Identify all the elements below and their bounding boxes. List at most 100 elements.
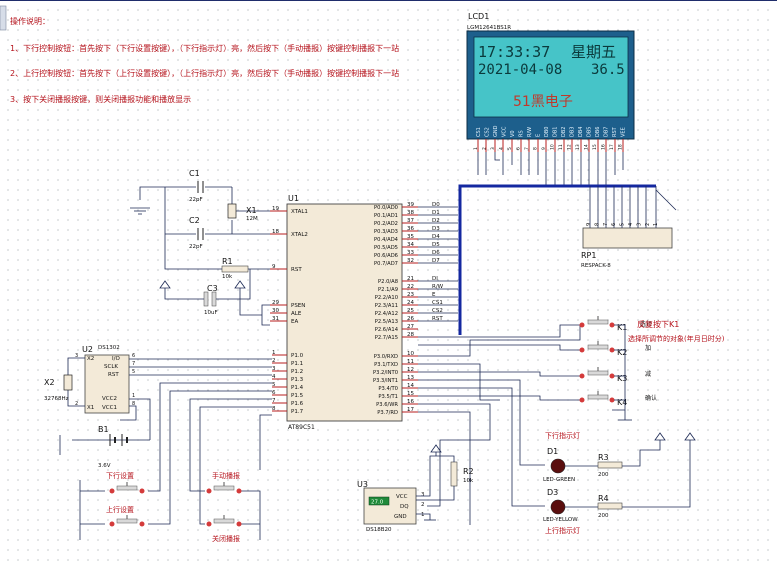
rp1-pin-number: 2 <box>645 223 651 226</box>
r2-ref: R2 <box>463 467 474 476</box>
mcu-net-label: D5 <box>432 242 440 248</box>
mcu-net-label: D4 <box>432 234 440 240</box>
mcu-right-pin-number: 10 <box>407 351 414 357</box>
key-k2[interactable]: K2 加 <box>579 341 652 357</box>
mcu-right-pin-number: 13 <box>407 375 414 381</box>
crystal-x2[interactable]: X2 32768Hz <box>44 374 73 402</box>
led-d3[interactable]: D3 LED-YELLOW <box>543 488 578 523</box>
u2-pin-x1: X1 <box>87 405 94 411</box>
k3-label: 减 <box>645 370 651 378</box>
u3-pin-vcc: VCC <box>396 494 408 500</box>
cap-c3[interactable]: C3 10uF <box>203 284 218 316</box>
rp1-pin-number: 3 <box>636 223 642 226</box>
up-set-key[interactable]: 上行设置 <box>106 505 145 527</box>
lcd-pin-number: 16 <box>601 144 607 150</box>
cap-c2[interactable]: C2 22pF <box>189 216 204 250</box>
r3-value: 200 <box>598 472 609 478</box>
mcu-left-pin-number: 3 <box>272 366 276 372</box>
lcd-pin-label: CS1 <box>476 127 482 137</box>
close-label: 关闭播报 <box>212 534 240 543</box>
mcu-right-pin-number: 35 <box>407 234 414 240</box>
lcd-pin-number: 9 <box>541 147 547 150</box>
x2-value: 32768Hz <box>44 396 69 402</box>
rp1-pin-number: 8 <box>594 223 600 226</box>
mcu-right-pin-name: P3.5/T1 <box>378 394 398 400</box>
u2-part: DS1302 <box>98 345 120 351</box>
mcu-net-label: R/W <box>432 284 444 290</box>
resistor-r2[interactable]: R2 10k <box>450 461 474 487</box>
mcu-left-pin-number: 2 <box>272 358 276 364</box>
k4-label: 确认 <box>645 394 657 402</box>
mcu-right-pin-name: P0.6/AD6 <box>374 253 398 259</box>
lcd-pin-label: DB1 <box>553 127 559 137</box>
lcd-module[interactable]: LCD1 LGM12641BS1R 17:33:37 星期五 2021-04-0… <box>466 12 635 150</box>
x1-value: 12M <box>246 216 258 222</box>
bus-taps-rp1 <box>589 186 677 228</box>
mcu-right-pin-name: P2.7/A15 <box>375 335 398 341</box>
mcu-right-pin-number: 34 <box>407 242 414 248</box>
close-broadcast-key[interactable]: 关闭播报 <box>206 515 242 543</box>
mcu-right-pin-number: 12 <box>407 367 414 373</box>
mcu-right-pin-number: 39 <box>407 202 414 208</box>
k4-ref: K4 <box>617 398 627 407</box>
mcu-left-pin-number: 18 <box>272 229 279 235</box>
resistor-r4[interactable]: R4 200 <box>597 494 623 519</box>
led-d1[interactable]: D1 LED-GREEN <box>543 447 575 483</box>
mcu-right-pin-name: P2.0/A8 <box>378 279 398 285</box>
temp-sensor-u3[interactable]: 27.0 U3 DS18B20 VCC DQ GND 3 2 1 <box>357 480 425 533</box>
mcu-net-label: CS2 <box>432 308 443 314</box>
u2-pin-sclk: SCLK <box>104 364 118 370</box>
u2-num-6: 6 <box>132 353 135 359</box>
data-bus <box>458 184 656 335</box>
down-led-label: 下行指示灯 <box>545 431 580 440</box>
mcu-right-pin-number: 37 <box>407 218 414 224</box>
lcd-screen <box>473 36 629 118</box>
crystal-x1[interactable]: X1 12M <box>227 203 258 222</box>
mcu-right-pin-name: P0.3/AD3 <box>374 229 398 235</box>
key-k1[interactable]: K1 选择 <box>579 316 653 332</box>
mcu-left-pin-number: 30 <box>272 308 279 314</box>
rp1-pin-number: 6 <box>611 223 617 226</box>
mcu-left-pin-name: P1.3 <box>291 377 304 383</box>
battery-b1[interactable]: B1 3.6V <box>98 425 128 469</box>
mcu-right-pin-number: 22 <box>407 284 414 290</box>
lcd-pin-number: 15 <box>592 144 598 150</box>
instruction-line-2: 2、上行控制按钮：首先按下（上行设置按键），（上行指示灯）亮，然后按下（手动播报… <box>10 69 400 78</box>
u2-pin-io: I/O <box>112 356 120 362</box>
mcu-u1[interactable]: U1 AT89C51 XTAL119XTAL218RST9PSEN29ALE30… <box>272 194 444 431</box>
resistor-r1[interactable]: R1 10k <box>221 257 249 280</box>
mcu-left-pin-name: P1.1 <box>291 361 303 367</box>
x2-ref: X2 <box>44 378 55 387</box>
mcu-left-pin-name: P1.0 <box>291 353 304 359</box>
lcd-pin-label: DB4 <box>578 127 584 137</box>
down-set-key[interactable]: 下行设置 <box>106 471 145 494</box>
key-k4[interactable]: K4 确认 <box>579 391 658 407</box>
lcd-pin-label: DB7 <box>604 127 610 137</box>
mcu-left-pin-name: XTAL2 <box>291 232 308 238</box>
mcu-left-pin-number: 8 <box>272 406 276 412</box>
mcu-right-pin-number: 28 <box>407 332 414 338</box>
resistor-r3[interactable]: R3 200 <box>597 453 623 478</box>
u3-display: 27.0 <box>371 500 384 506</box>
rtc-wires <box>59 357 272 455</box>
mcu-right-pin-number: 26 <box>407 316 414 322</box>
cap-c1[interactable]: C1 22pF <box>189 169 204 203</box>
u3-ref: U3 <box>357 480 368 489</box>
rtc-u2[interactable]: U2 DS1302 X2 I/O SCLK RST VCC2 X1 VCC1 3… <box>75 345 135 414</box>
lcd-pin-label: VCC <box>502 126 508 137</box>
lcd-ref: LCD1 <box>468 12 489 21</box>
mcu-right-pin-number: 38 <box>407 210 414 216</box>
lcd-pin-label: R/W <box>527 127 533 137</box>
d3-ref: D3 <box>547 488 558 497</box>
manual-broadcast-key[interactable]: 手动播报 <box>206 471 242 494</box>
mcu-net-label: D2 <box>432 218 440 224</box>
key-group: K1 选择 K2 加 K3 减 K4 确认 <box>579 316 725 421</box>
mcu-left-pin-number: 9 <box>272 264 276 270</box>
lcd-pin-label: V0 <box>510 130 516 137</box>
key-k3[interactable]: K3 减 <box>579 367 652 383</box>
lcd-pin-number: 11 <box>558 144 564 150</box>
instruction-line-1: 1、下行控制按钮：首先按下（下行设置按键），（下行指示灯）亮，然后按下（手动播报… <box>10 44 400 53</box>
mcu-left-pin-number: 29 <box>272 300 279 306</box>
